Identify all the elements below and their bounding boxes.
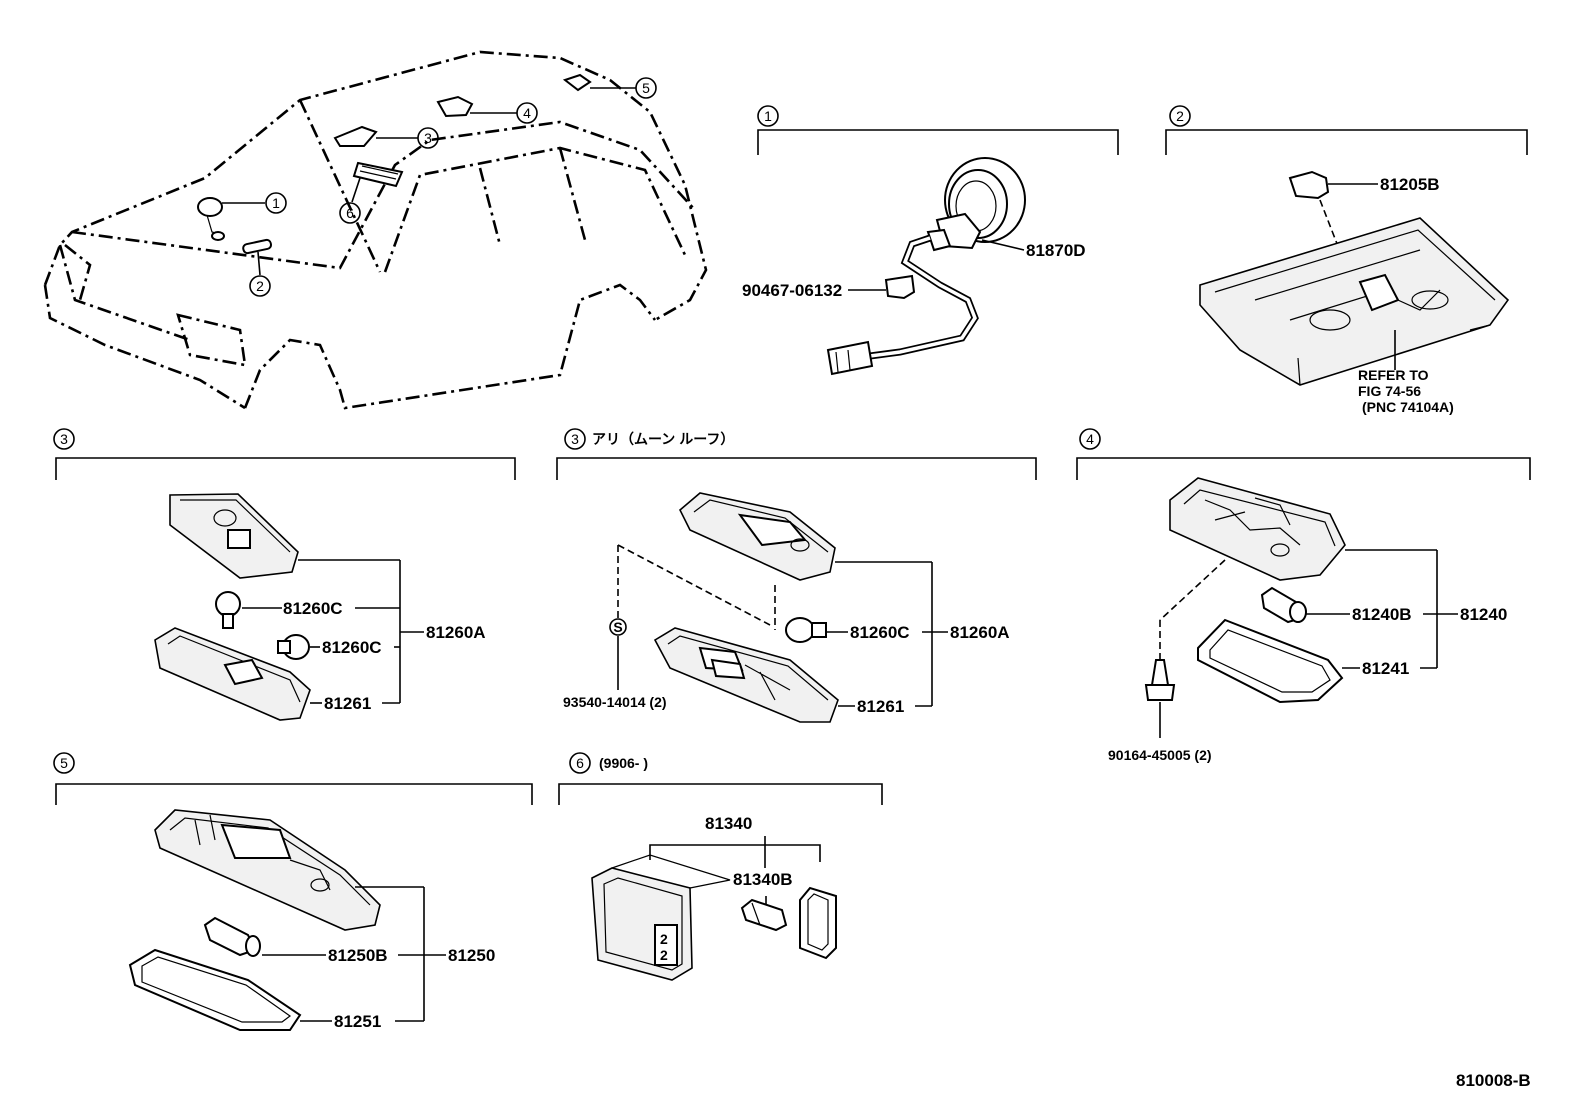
vehicle-outline xyxy=(43,50,708,410)
section-6: 6 (9906- ) 81340 81340B 2 2 xyxy=(558,752,883,981)
overview-part-3 xyxy=(333,125,378,147)
overview-part-5 xyxy=(562,73,592,92)
callout-3: 3 xyxy=(424,130,432,146)
section-5-number: 5 xyxy=(60,755,68,771)
label-81340: 81340 xyxy=(705,814,752,833)
section-3-number: 3 xyxy=(60,431,68,447)
label-81260C-b: 81260C xyxy=(322,638,382,657)
section-3m-number: 3 xyxy=(571,431,579,447)
callout-5: 5 xyxy=(642,80,650,96)
section-1-number: 1 xyxy=(764,108,772,124)
callout-1: 1 xyxy=(272,195,280,211)
section-3m-note: アリ（ムーン ルーフ） xyxy=(592,431,734,447)
section-2: 2 81205B REFER TO FIG 74-56 (PNC 74104A) xyxy=(1165,105,1528,415)
overview-part-6 xyxy=(352,161,404,188)
callout-2: 2 xyxy=(256,278,264,294)
overview-callouts: 1 2 3 4 5 6 xyxy=(222,77,657,297)
label-81250B: 81250B xyxy=(328,946,388,965)
svg-text:2: 2 xyxy=(660,931,668,947)
callout-6: 6 xyxy=(346,205,354,221)
label-81260C-a: 81260C xyxy=(283,599,343,618)
section-5: 5 81250B 81250 81251 xyxy=(53,752,533,1031)
label-81340B: 81340B xyxy=(733,870,793,889)
label-81241: 81241 xyxy=(1362,659,1409,678)
refer-line-1: REFER TO xyxy=(1358,367,1429,383)
section-6-number: 6 xyxy=(576,755,584,771)
label-s: S xyxy=(613,619,622,635)
callout-4: 4 xyxy=(523,105,531,121)
overview-part-1 xyxy=(197,197,225,241)
section-2-number: 2 xyxy=(1176,108,1184,124)
svg-text:2: 2 xyxy=(660,947,668,963)
label-81260A-a: 81260A xyxy=(426,623,486,642)
label-81205B: 81205B xyxy=(1380,175,1440,194)
label-81870D: 81870D xyxy=(1026,241,1086,260)
refer-line-3: (PNC 74104A) xyxy=(1362,399,1454,415)
figure-id: 810008-B xyxy=(1456,1071,1531,1090)
label-81250: 81250 xyxy=(448,946,495,965)
label-90467-06132: 90467-06132 xyxy=(742,281,842,300)
section-3-moonroof: 3 アリ（ムーン ルーフ） S 93540-14014 (2) 81260C 8… xyxy=(556,428,1037,723)
label-93540-14014: 93540-14014 (2) xyxy=(563,694,667,710)
section-6-note: (9906- ) xyxy=(599,755,648,771)
label-81261-b: 81261 xyxy=(857,697,904,716)
label-81261-a: 81261 xyxy=(324,694,371,713)
label-81260A-b: 81260A xyxy=(950,623,1010,642)
overview-part-4 xyxy=(436,95,474,118)
label-90164-45005: 90164-45005 (2) xyxy=(1108,747,1212,763)
section-3: 3 81260C 81260C 81261 81260A xyxy=(53,428,516,721)
label-81240B: 81240B xyxy=(1352,605,1412,624)
label-81260C-c: 81260C xyxy=(850,623,910,642)
section-1: 1 81870D 90467-06132 xyxy=(742,105,1119,376)
refer-line-2: FIG 74-56 xyxy=(1358,383,1421,399)
section-4: 4 90164-45005 (2) 81240B 81240 81241 xyxy=(1076,428,1531,763)
overview-part-2 xyxy=(242,238,272,255)
label-81251: 81251 xyxy=(334,1012,381,1031)
section-4-number: 4 xyxy=(1086,431,1094,447)
label-81240: 81240 xyxy=(1460,605,1507,624)
